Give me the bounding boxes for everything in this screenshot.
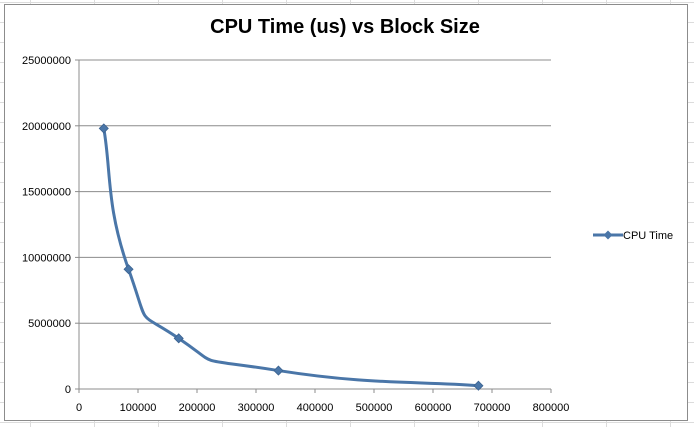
- data-point: [273, 365, 284, 376]
- x-tick-label: 400000: [297, 402, 334, 414]
- gridlines: [79, 59, 551, 324]
- x-tick-label: 0: [76, 402, 82, 414]
- x-tick-label: 700000: [474, 402, 511, 414]
- y-tick-label: 20000000: [22, 121, 71, 133]
- axes: [75, 59, 552, 393]
- legend-marker: [603, 230, 613, 240]
- data-point: [173, 333, 184, 344]
- data-point: [473, 380, 484, 391]
- x-tick-label: 800000: [533, 402, 570, 414]
- series-cpu-time: [98, 123, 484, 391]
- y-tick-label: 5000000: [28, 318, 71, 330]
- x-tick-label: 200000: [179, 402, 216, 414]
- chart-title: CPU Time (us) vs Block Size: [210, 16, 480, 38]
- chart-area[interactable]: [4, 4, 688, 421]
- series-line: [102, 128, 479, 388]
- y-tick-label: 15000000: [22, 187, 71, 199]
- data-point: [123, 264, 134, 275]
- x-tick-label: 500000: [356, 402, 393, 414]
- y-tick-label: 10000000: [22, 252, 71, 264]
- y-tick-label: 25000000: [22, 55, 71, 67]
- x-tick-label: 100000: [120, 402, 157, 414]
- legend: CPU Time: [593, 230, 673, 242]
- y-tick-labels: 0 5000000 10000000 15000000 20000000 25000000: [22, 55, 71, 396]
- legend-label: CPU Time: [623, 230, 673, 242]
- data-point: [98, 123, 109, 134]
- x-tick-label: 300000: [238, 402, 275, 414]
- y-tick-label: 0: [65, 384, 71, 396]
- x-tick-label: 600000: [415, 402, 452, 414]
- x-tick-labels: 0 100000 200000 300000 400000 500000 600000 700…: [76, 402, 569, 414]
